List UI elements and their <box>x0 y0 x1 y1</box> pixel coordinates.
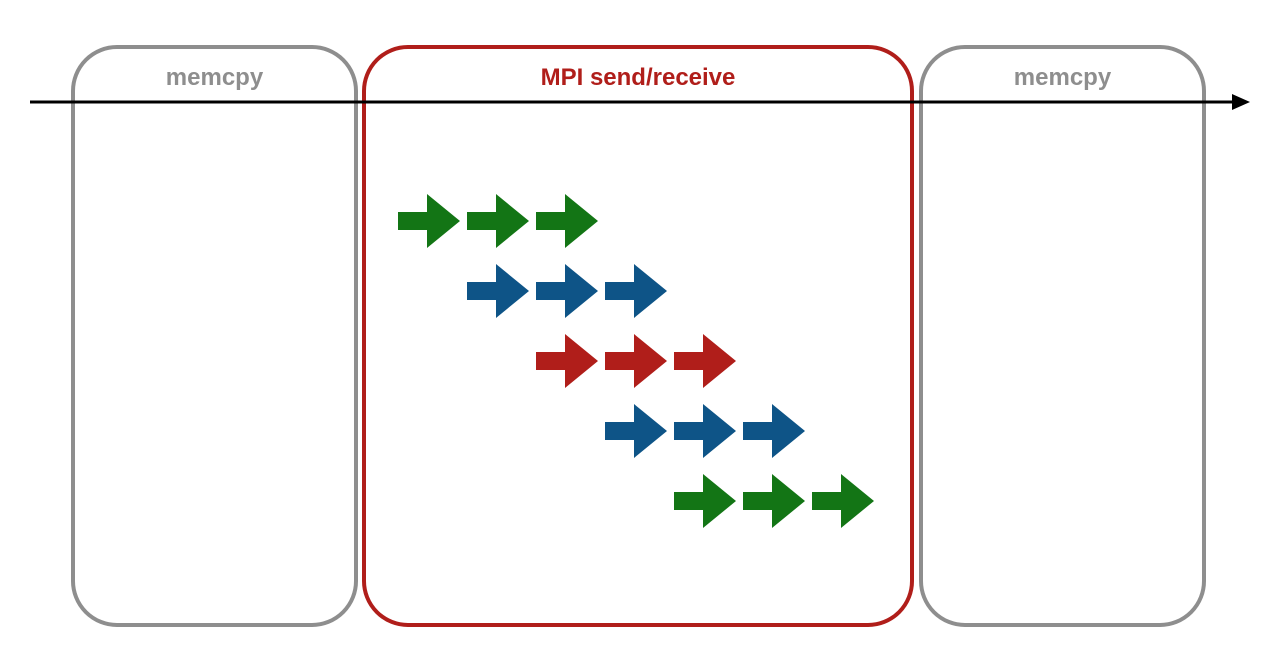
transfer-chunk-arrows <box>398 194 874 528</box>
chunk-arrow-icon <box>398 194 460 248</box>
chunk-arrow-icon <box>605 404 667 458</box>
chunk-arrow-icon <box>674 404 736 458</box>
chunk-arrow-icon <box>467 194 529 248</box>
chunk-arrow-icon <box>467 264 529 318</box>
chunk-arrow-icon <box>743 404 805 458</box>
mpi-phase-box <box>362 45 914 627</box>
memcpy-left-phase-box <box>71 45 358 627</box>
chunk-arrow-icon <box>536 264 598 318</box>
chunk-arrow-icon <box>812 474 874 528</box>
memcpy-right-label: memcpy <box>1013 64 1112 91</box>
chunk-arrow-icon <box>674 474 736 528</box>
timeline-arrowhead <box>1232 94 1250 110</box>
memcpy-left-label: memcpy <box>165 64 264 91</box>
mpi-label: MPI send/receive <box>540 64 736 91</box>
chunk-arrow-icon <box>605 334 667 388</box>
chunk-arrow-icon <box>743 474 805 528</box>
chunk-arrow-icon <box>536 334 598 388</box>
memcpy-right-phase-box <box>919 45 1206 627</box>
chunk-arrow-icon <box>674 334 736 388</box>
chunk-arrow-icon <box>605 264 667 318</box>
chunk-arrow-icon <box>536 194 598 248</box>
